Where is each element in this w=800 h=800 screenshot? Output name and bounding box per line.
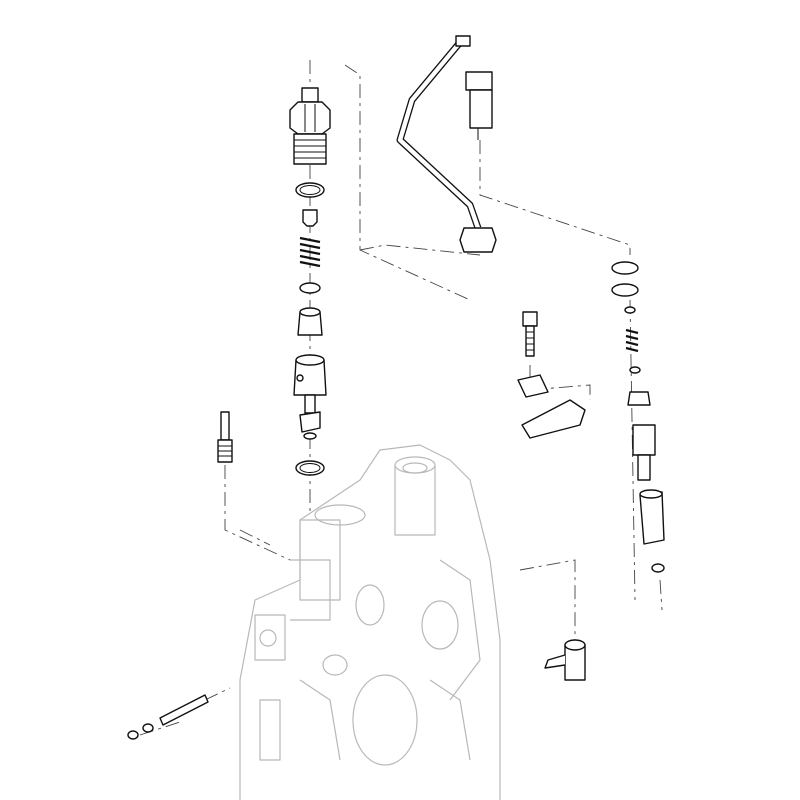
o-ring-inner [299,185,321,195]
bolt [522,311,538,357]
nozzle-nut [639,489,665,545]
valve [302,209,318,227]
injector-nozzle [632,424,656,481]
pump-element [293,354,327,414]
injector-spring [625,328,639,353]
heat-shield-washer [651,563,665,573]
assembly-lines [139,60,663,736]
valve-spring [299,236,321,268]
delivery-valve-holder [289,87,331,165]
small-disc [624,306,636,314]
fuel-injection-pipe [396,35,497,253]
control-sleeve [299,411,321,433]
retaining-clip [544,639,586,681]
small-washer [303,432,317,440]
o-ring-lower-inner [299,463,321,473]
bracket [521,399,586,439]
pin-washer [142,723,154,733]
intermediate-disc [627,391,651,406]
seal-ring [611,261,639,275]
washer [299,282,321,294]
pin-ring [127,730,139,740]
spacer [629,366,641,374]
dowel-pin [159,694,209,726]
engine-housing [239,444,501,800]
valve-seat-top [299,307,321,317]
clamp-plate [517,374,549,398]
seal-ring-2 [611,283,639,297]
stud [217,411,233,463]
sensor [465,71,493,140]
